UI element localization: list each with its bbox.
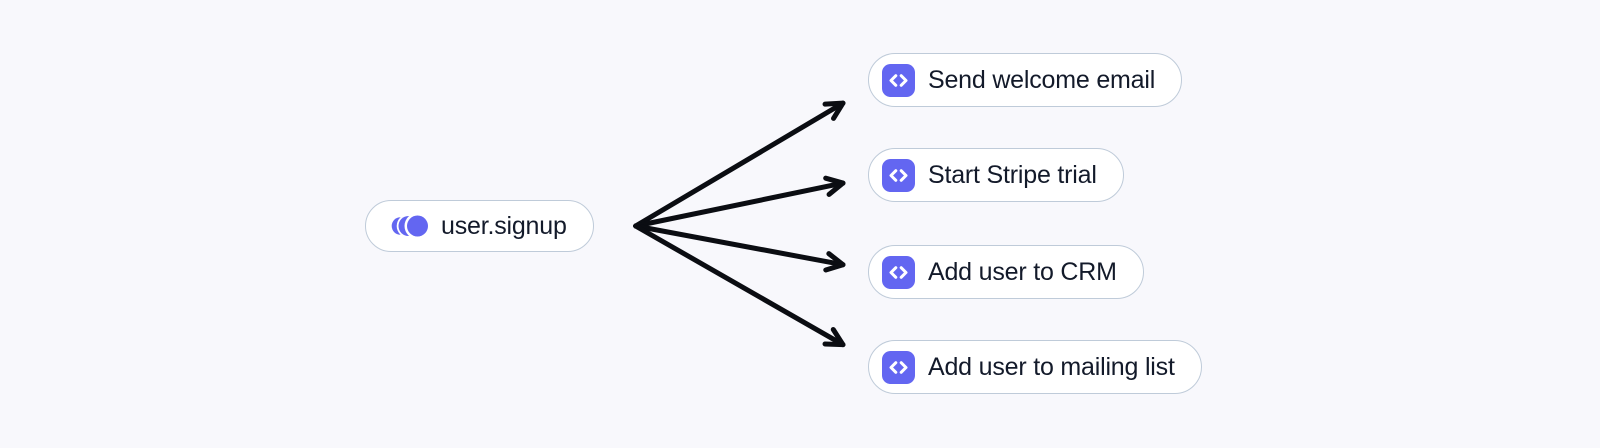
function-node-label: Add user to mailing list (928, 352, 1175, 381)
function-node-label: Add user to CRM (928, 257, 1117, 286)
event-pulse-icon (387, 212, 429, 240)
edge-arrow (633, 100, 846, 229)
edge-arrow (633, 223, 846, 348)
function-node-label: Start Stripe trial (928, 160, 1097, 189)
code-brackets-icon (882, 158, 915, 192)
event-node-label: user.signup (441, 211, 567, 240)
edge-arrow (823, 175, 846, 197)
edge-arrow (633, 180, 846, 229)
edge-arrow (823, 251, 846, 273)
edge-arrow (822, 100, 846, 121)
function-node-add-user-to-mailing-list[interactable]: Add user to mailing list (868, 340, 1202, 394)
edge-arrow (822, 327, 846, 348)
event-node[interactable]: user.signup (365, 200, 594, 252)
code-brackets-icon (882, 350, 915, 384)
function-node-start-stripe-trial[interactable]: Start Stripe trial (868, 148, 1124, 202)
code-brackets-icon (882, 63, 915, 97)
function-node-add-user-to-crm[interactable]: Add user to CRM (868, 245, 1144, 299)
code-brackets-icon (882, 255, 915, 289)
function-node-send-welcome-email[interactable]: Send welcome email (868, 53, 1183, 107)
edge-arrow (633, 223, 846, 268)
function-node-label: Send welcome email (928, 65, 1156, 94)
